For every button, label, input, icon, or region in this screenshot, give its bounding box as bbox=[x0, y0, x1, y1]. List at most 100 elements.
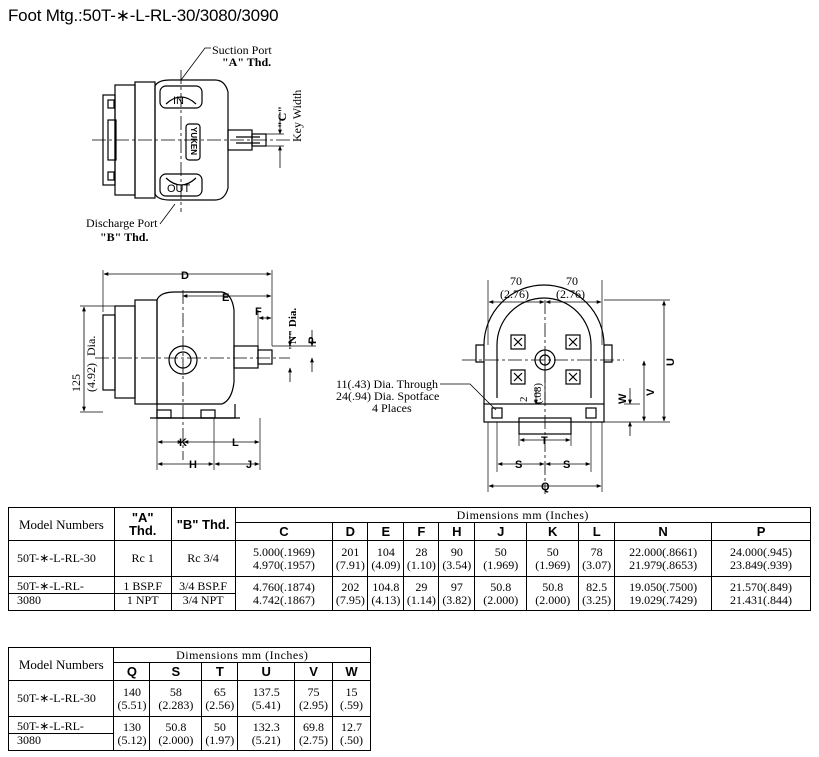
suction-port-label: Suction Port bbox=[212, 43, 272, 57]
t1-r2-P: 21.570(.849)21.431(.844) bbox=[711, 576, 811, 611]
t1-model-header: Model Numbers bbox=[8, 507, 115, 541]
t1-r1-F: 28(1.10) bbox=[403, 540, 440, 577]
t1-col-E: E bbox=[367, 522, 405, 541]
t2-model-header: Model Numbers bbox=[7, 647, 115, 681]
t1-r2-C: 4.760(.1874)4.742(.1867) bbox=[234, 576, 334, 611]
dimensions-table-1: Model Numbers "A" Thd. "B" Thd. Dimensio… bbox=[8, 507, 812, 611]
t2-col-V: V bbox=[294, 662, 334, 681]
t2-r1-T: 65(2.56) bbox=[201, 680, 239, 717]
hole-line1: 11(.43) Dia. Through bbox=[336, 377, 438, 391]
t1-r1-J: 50(1.969) bbox=[474, 540, 528, 577]
t2-r2-W: 12.7(.50) bbox=[332, 716, 371, 751]
t1-r1-L: 78(3.07) bbox=[578, 540, 616, 577]
t1-r2-J: 50.8(2.000) bbox=[474, 576, 528, 611]
t1-r1-b: Rc 3/4 bbox=[170, 540, 236, 577]
t1-col-K: K bbox=[526, 522, 580, 541]
t1-r2-F: 29(1.14) bbox=[403, 576, 440, 611]
table-row: 50T-∗-L-RL-3080 130(5.12) 50.8(2.000) 50… bbox=[7, 716, 371, 751]
t2-r2-U: 132.3(5.21) bbox=[237, 716, 296, 751]
w70b-inch-label: (2.76) bbox=[556, 287, 585, 301]
dim-V-label: V bbox=[645, 388, 657, 396]
front-view bbox=[440, 280, 670, 494]
dia-125-label: 125 bbox=[69, 374, 83, 392]
t2-r1-Q: 140(5.51) bbox=[113, 680, 151, 717]
t1-r1-P: 24.000(.945)23.849(.939) bbox=[711, 540, 811, 577]
dim-N-label: "N" Dia. bbox=[287, 308, 299, 350]
t1-r2-H: 97(3.82) bbox=[438, 576, 476, 611]
t1-col-N: N bbox=[614, 522, 713, 541]
two-mm-label: 2 bbox=[518, 397, 530, 403]
hole-line2: 24(.94) Dia. Spotface bbox=[336, 389, 439, 403]
t1-r1-H: 90(3.54) bbox=[438, 540, 476, 577]
t1-r2-D: 202(7.95) bbox=[332, 576, 369, 611]
dim-S1-label: S bbox=[515, 459, 522, 471]
w70a-label: 70 bbox=[510, 274, 522, 288]
suction-thd-label: "A" Thd. bbox=[222, 55, 271, 69]
dim-U-label: U bbox=[665, 358, 677, 366]
t2-r2-T: 50(1.97) bbox=[201, 716, 239, 751]
table-row: 50T-∗-L-RL-30 140(5.51) 58(2.283) 65(2.5… bbox=[7, 680, 371, 717]
t1-r1-a: Rc 1 bbox=[113, 540, 172, 577]
t2-r1-S: 58(2.283) bbox=[149, 680, 203, 717]
t1-col-P: P bbox=[711, 522, 811, 541]
t2-r1-W: 15(.59) bbox=[332, 680, 371, 717]
brand-label: YUKEN bbox=[189, 127, 198, 155]
t1-b-header: "B" Thd. bbox=[170, 507, 236, 541]
dia-125-inch-label: (4.92) bbox=[84, 363, 98, 392]
dim-J-label: J bbox=[246, 459, 252, 471]
t1-col-H: H bbox=[438, 522, 476, 541]
t2-r2-V: 69.8(2.75) bbox=[294, 716, 334, 751]
t1-r2-K: 50.8(2.000) bbox=[526, 576, 580, 611]
t2-r2-S: 50.8(2.000) bbox=[149, 716, 203, 751]
t2-r1-V: 75(2.95) bbox=[294, 680, 334, 717]
key-width-label: Key Width bbox=[290, 90, 304, 142]
t2-r1-U: 137.5(5.41) bbox=[237, 680, 296, 717]
dim-F-label: F bbox=[255, 306, 262, 318]
dim-T-label: T bbox=[541, 435, 548, 447]
t2-dims-header: Dimensions mm (Inches) bbox=[113, 647, 371, 663]
dim-D-label: D bbox=[181, 270, 189, 282]
dim-Q-label: Q bbox=[541, 481, 550, 493]
key-c-label: "C" bbox=[275, 106, 289, 128]
top-view bbox=[92, 47, 300, 225]
t1-r1-E: 104(4.09) bbox=[367, 540, 405, 577]
t2-r1-model: 50T-∗-L-RL-30 bbox=[7, 680, 115, 717]
dim-E-label: E bbox=[222, 292, 229, 304]
dim-K-label: K bbox=[179, 437, 187, 449]
t2-col-Q: Q bbox=[113, 662, 151, 681]
two-inch-label: (.08) bbox=[532, 383, 544, 404]
discharge-port-label: Discharge Port bbox=[86, 216, 158, 230]
t1-r1-model: 50T-∗-L-RL-30 bbox=[8, 540, 115, 577]
t1-r1-C: 5.000(.1969)4.970(.1957) bbox=[234, 540, 334, 577]
out-port-label: OUT bbox=[167, 183, 191, 195]
dim-L-label: L bbox=[232, 437, 239, 449]
t1-r2-L: 82.5(3.25) bbox=[578, 576, 616, 611]
t2-r2-Q: 130(5.12) bbox=[113, 716, 151, 751]
discharge-thd-label: "B" Thd. bbox=[100, 230, 148, 244]
page-title: Foot Mtg.:50T-∗-L-RL-30/3080/3090 bbox=[8, 6, 279, 25]
dim-S2-label: S bbox=[563, 459, 570, 471]
w70b-label: 70 bbox=[566, 274, 578, 288]
t1-r2-N: 19.050(.7500)19.029(.7429) bbox=[614, 576, 713, 611]
t1-a-header: "A" Thd. bbox=[113, 507, 172, 541]
table-row: 50T-∗-L-RL-30 Rc 1 Rc 3/4 5.000(.1969)4.… bbox=[8, 540, 811, 577]
t1-col-J: J bbox=[474, 522, 528, 541]
t1-r1-N: 22.000(.8661)21.979(.8653) bbox=[614, 540, 713, 577]
dim-P-label: P bbox=[307, 337, 319, 344]
t2-col-U: U bbox=[237, 662, 296, 681]
t2-col-S: S bbox=[149, 662, 203, 681]
t1-r2-E: 104.8(4.13) bbox=[367, 576, 405, 611]
side-view bbox=[80, 270, 316, 470]
t1-col-C: C bbox=[234, 522, 334, 541]
dimensions-table-2: Model Numbers Dimensions mm (Inches) Q S… bbox=[7, 647, 371, 751]
drawing-canvas: IN OUT YUKEN Suction Port "A" Thd. Disch… bbox=[69, 43, 677, 494]
w70a-inch-label: (2.76) bbox=[500, 287, 529, 301]
t1-dims-header: Dimensions mm (Inches) bbox=[234, 507, 812, 523]
t1-col-D: D bbox=[332, 522, 369, 541]
t1-col-L: L bbox=[578, 522, 616, 541]
t2-r2-model: 50T-∗-L-RL-3080 bbox=[7, 716, 115, 751]
t1-r1-K: 50(1.969) bbox=[526, 540, 580, 577]
